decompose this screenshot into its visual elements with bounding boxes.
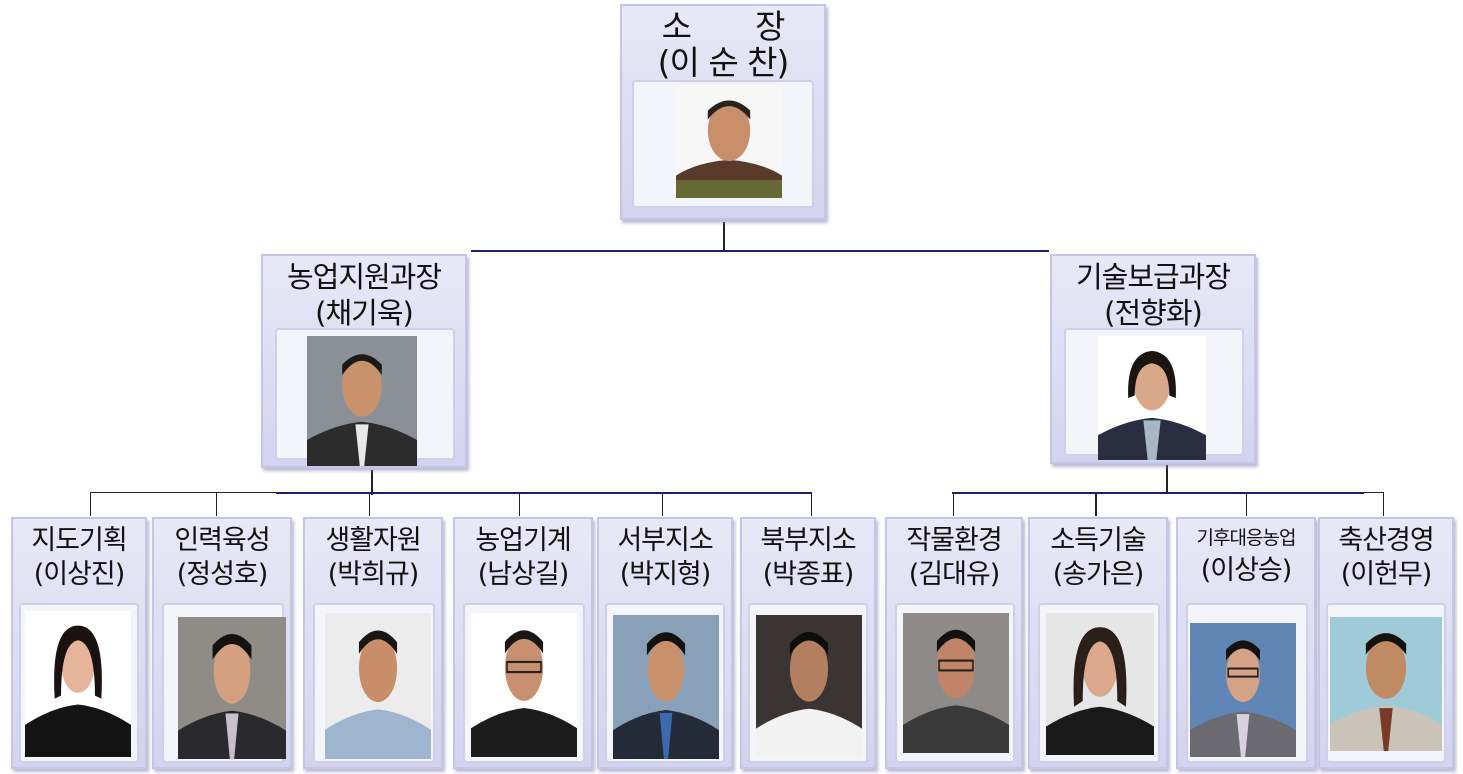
staff-name: (김대유) [908,559,1001,590]
staff-card: 서부지소 (박지형) [597,517,733,769]
staff-title: 생활자원 [325,525,421,556]
connector-staff-drop [1095,492,1097,516]
staff-name: (박희규) [327,559,420,590]
connector-staff-drop [1246,492,1247,516]
staff-photo [903,613,1009,753]
connector-staff-drop [811,492,812,516]
staff-photo [1046,613,1154,755]
staff-name: (박지형) [619,559,712,590]
manager-card-agri-support: 농업지원과장 (채기욱) [261,254,467,468]
staff-photo [25,611,131,757]
director-title: 소 장 [661,7,786,46]
staff-photo [1190,623,1296,757]
director-name: (이 순 찬) [657,43,790,82]
connector-director-down [723,222,725,252]
staff-photo [613,615,719,759]
connector-right-staff-bar-thin [1362,492,1383,493]
connector-staff-drop [1383,492,1384,516]
connector-staff-drop [519,492,520,516]
staff-photo [178,617,286,759]
staff-title: 서부지소 [617,525,713,556]
staff-name: (남상길) [477,559,570,590]
connector-managers-bar [471,250,1049,252]
manager-photo [307,336,417,466]
manager-name: (전향화) [1104,296,1203,330]
staff-title: 농업기계 [475,525,571,556]
connector-staff-drop [216,492,217,516]
connector-left-staff-bar-thin [90,492,280,493]
connector-staff-drop [369,492,370,516]
staff-title: 축산경영 [1338,525,1434,556]
connector-staff-drop [90,492,91,516]
staff-photo [756,615,862,757]
staff-photo [325,613,431,759]
staff-title: 작물환경 [906,525,1002,556]
staff-name: (이헌무) [1340,559,1433,590]
staff-title: 지도기획 [31,525,127,556]
connector-right-manager-down [1166,465,1168,493]
connector-left-staff-bar [276,492,812,494]
staff-card: 북부지소 (박종표) [740,517,876,769]
manager-name: (채기욱) [315,296,414,330]
staff-photo [471,613,577,757]
staff-name: (정성호) [176,559,269,590]
manager-title: 기술보급과장 [1075,260,1231,294]
staff-card: 축산경영 (이헌무) [1318,517,1454,769]
staff-card: 인력육성 (정성호) [152,517,292,769]
staff-card: 생활자원 (박희규) [303,517,443,769]
staff-title: 기후대응농업 [1196,527,1297,549]
staff-card: 지도기획 (이상진) [11,517,147,769]
manager-card-tech-extension: 기술보급과장 (전향화) [1050,254,1256,464]
staff-name: (이상진) [33,559,126,590]
staff-title: 인력육성 [174,525,270,556]
director-card: 소 장 (이 순 찬) [620,4,826,220]
connector-right-staff-bar [952,492,1364,494]
staff-title: 북부지소 [760,525,856,556]
connector-staff-drop [662,492,663,516]
staff-name: (박종표) [762,559,855,590]
manager-title: 농업지원과장 [286,260,442,294]
staff-title: 소득기술 [1050,525,1146,556]
staff-card: 기후대응농업 (이상승) [1176,517,1316,769]
staff-card: 소득기술 (송가은) [1028,517,1168,769]
connector-left-manager-down [371,470,373,495]
staff-card: 작물환경 (김대유) [885,517,1023,769]
staff-name: (송가은) [1052,559,1145,590]
connector-staff-drop [953,492,954,516]
manager-photo [1098,336,1206,460]
director-photo [676,86,782,198]
staff-name: (이상승) [1200,555,1293,586]
staff-photo [1330,617,1442,751]
staff-card: 농업기계 (남상길) [453,517,593,769]
